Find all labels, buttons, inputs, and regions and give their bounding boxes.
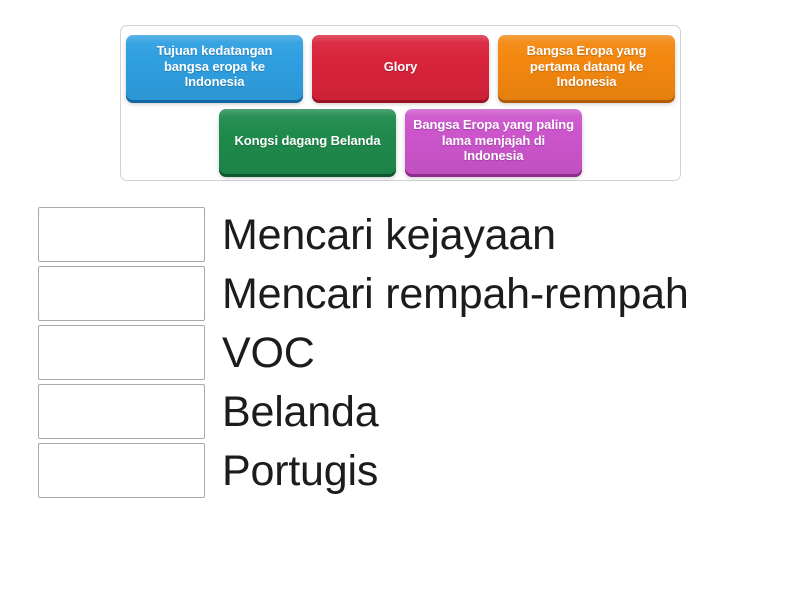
- answer-label: Belanda: [222, 387, 379, 436]
- drop-zone-portugis[interactable]: [38, 443, 205, 498]
- draggable-tile-tujuan-kedatangan[interactable]: Tujuan kedatangan bangsa eropa ke Indone…: [126, 35, 303, 100]
- answer-row: Mencari kejayaan: [0, 205, 800, 264]
- draggable-tile-glory[interactable]: Glory: [312, 35, 489, 100]
- answer-label: Mencari rempah-rempah: [222, 269, 689, 318]
- answer-row: Belanda: [0, 382, 800, 441]
- draggable-tile-tray: Tujuan kedatangan bangsa eropa ke Indone…: [120, 25, 681, 181]
- answer-row: Mencari rempah-rempah: [0, 264, 800, 323]
- answer-list: Mencari kejayaan Mencari rempah-rempah V…: [0, 205, 800, 500]
- tile-label: Glory: [383, 58, 418, 74]
- answer-row: Portugis: [0, 441, 800, 500]
- tile-label: Bangsa Eropa yang paling lama menjajah d…: [413, 117, 574, 164]
- answer-label: Mencari kejayaan: [222, 210, 556, 259]
- draggable-tile-bangsa-eropa-pertama[interactable]: Bangsa Eropa yang pertama datang ke Indo…: [498, 35, 675, 100]
- drop-zone-mencari-rempah-rempah[interactable]: [38, 266, 205, 321]
- tile-row-1: Tujuan kedatangan bangsa eropa ke Indone…: [121, 35, 680, 100]
- tile-label: Tujuan kedatangan bangsa eropa ke Indone…: [156, 43, 273, 90]
- drop-zone-mencari-kejayaan[interactable]: [38, 207, 205, 262]
- drop-zone-belanda[interactable]: [38, 384, 205, 439]
- draggable-tile-bangsa-eropa-paling-lama[interactable]: Bangsa Eropa yang paling lama menjajah d…: [405, 109, 582, 174]
- draggable-tile-kongsi-dagang-belanda[interactable]: Kongsi dagang Belanda: [219, 109, 396, 174]
- answer-row: VOC: [0, 323, 800, 382]
- tile-label: Bangsa Eropa yang pertama datang ke Indo…: [526, 43, 647, 90]
- answer-label: VOC: [222, 328, 315, 377]
- drop-zone-voc[interactable]: [38, 325, 205, 380]
- answer-label: Portugis: [222, 446, 379, 495]
- tile-row-2: Kongsi dagang Belanda Bangsa Eropa yang …: [121, 109, 680, 174]
- tile-label: Kongsi dagang Belanda: [234, 132, 381, 148]
